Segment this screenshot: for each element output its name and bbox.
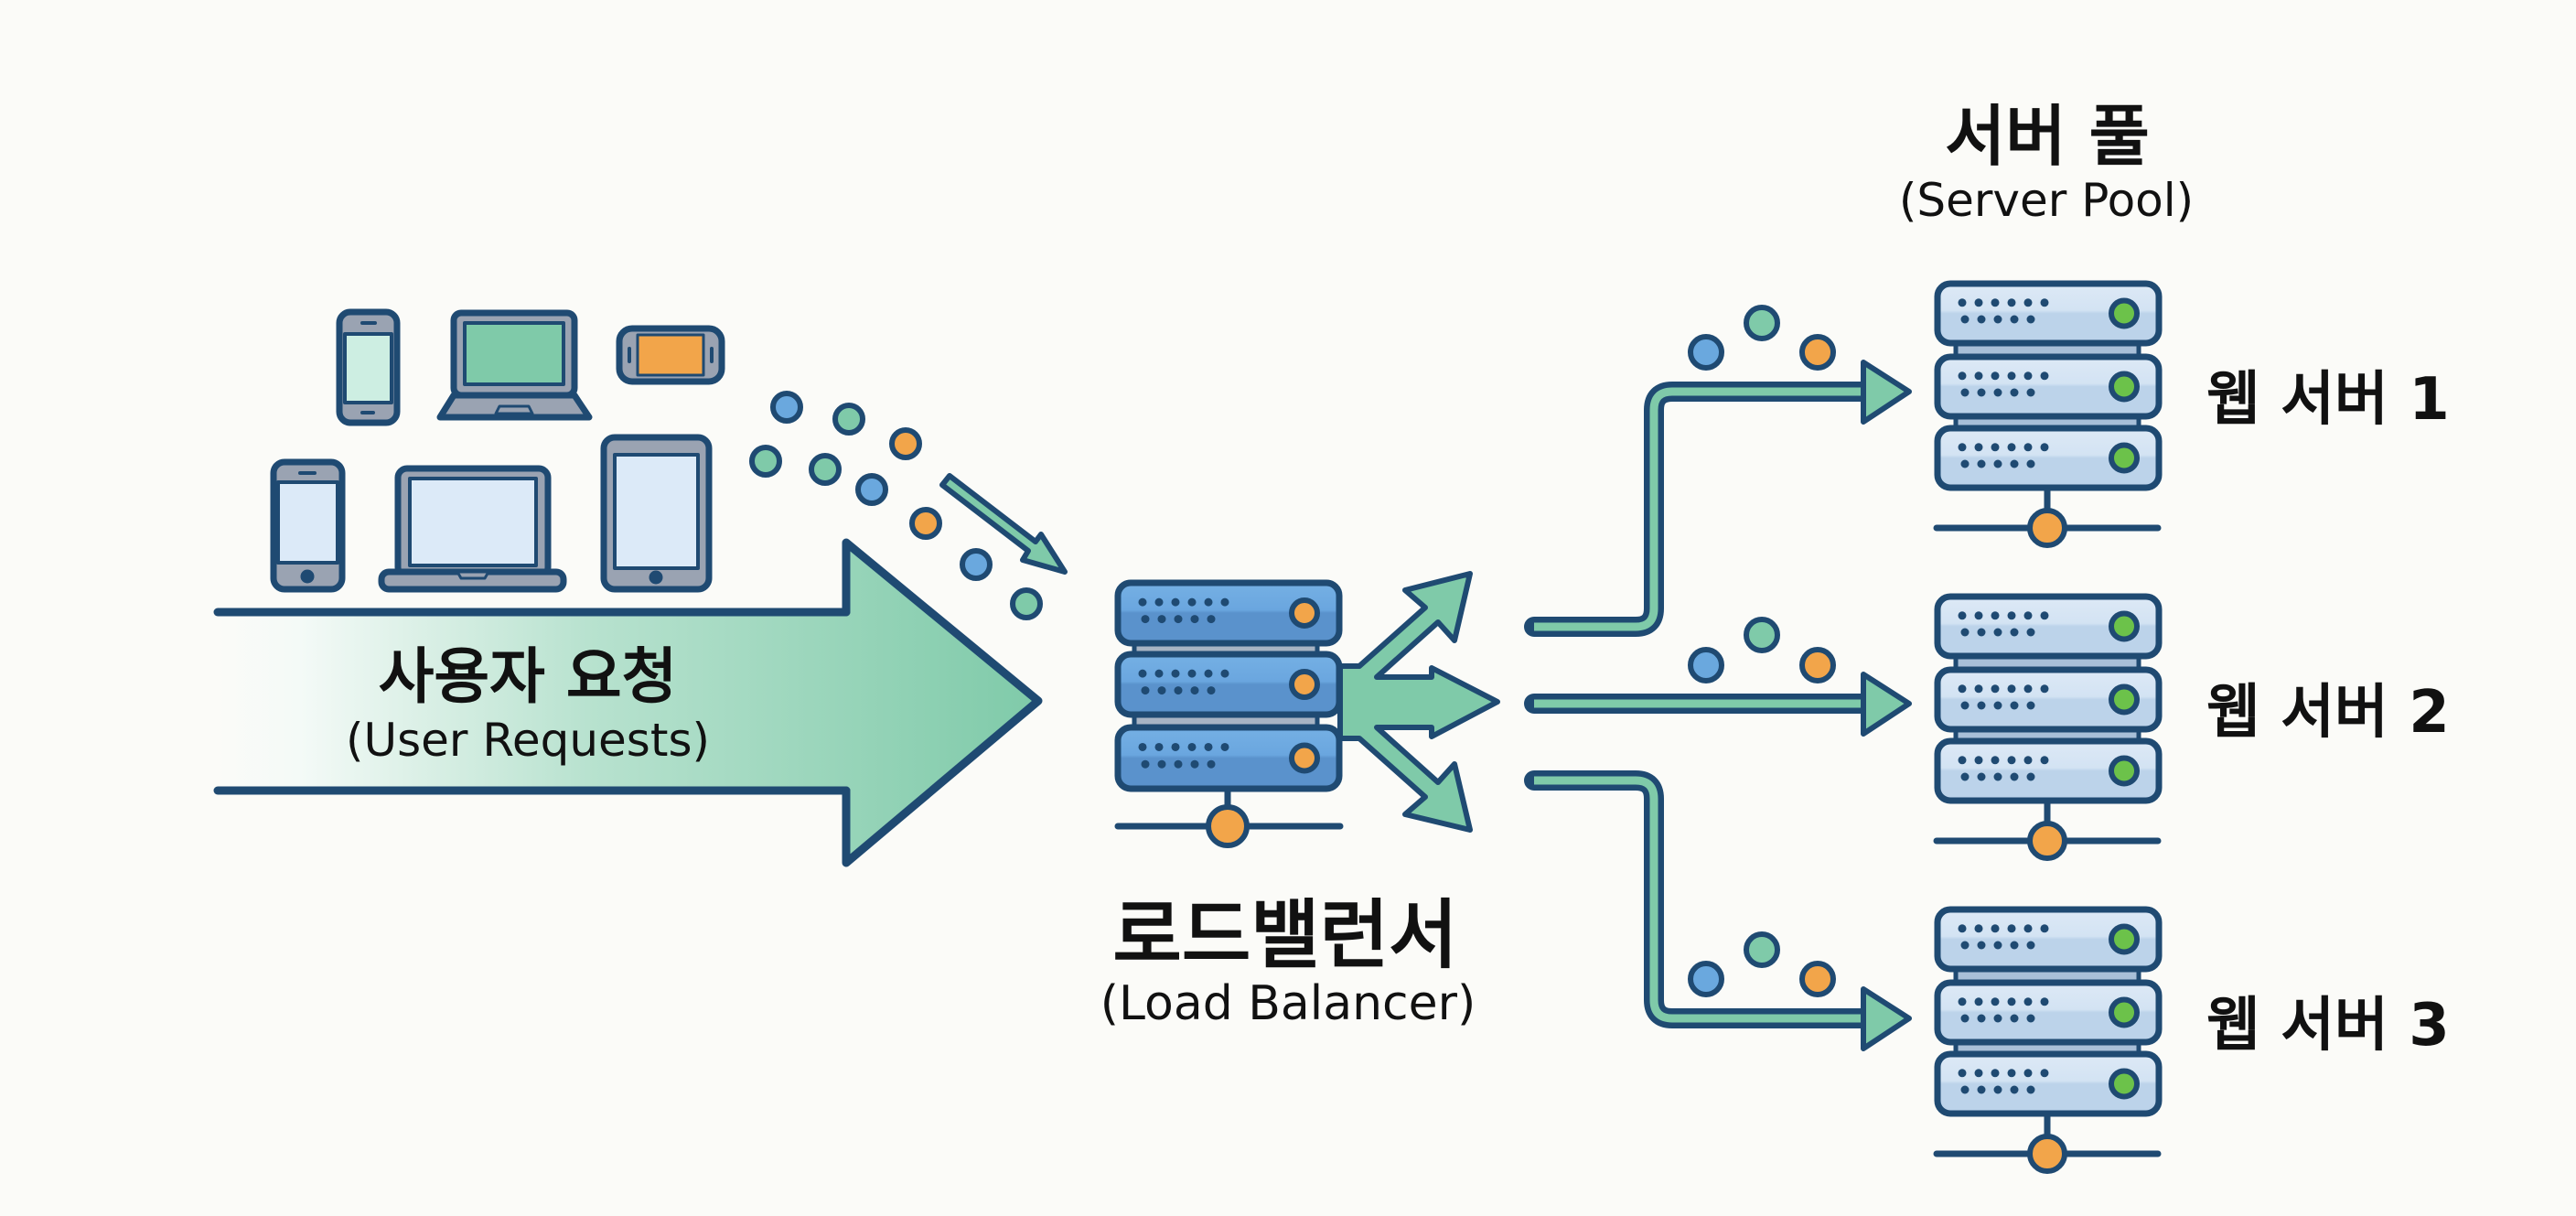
network-node-icon: [2027, 1134, 2067, 1174]
lb-server-unit: [1114, 651, 1343, 718]
web-server-unit: [1934, 737, 2163, 804]
packet-green-icon: [1744, 617, 1780, 653]
routing-paths: [1524, 360, 1912, 1051]
web-server-unit: [1934, 979, 2163, 1046]
web-server-unit: [1934, 280, 2163, 347]
tablet-icon: [600, 434, 713, 593]
status-led-icon: [2109, 996, 2140, 1028]
web-server-unit: [1934, 906, 2163, 973]
status-led-icon: [2109, 297, 2140, 329]
server-pool-label-ko: 서버 풀: [1945, 98, 2150, 175]
smartphone-icon: [336, 308, 401, 426]
route-to-web-server-2: [1524, 672, 1912, 737]
status-led-icon: [2109, 442, 2140, 474]
web-server-3-label: 웹 서버 3: [2206, 992, 2450, 1060]
web-server-1-icon: [1933, 280, 2163, 548]
big-arrow-fill: [218, 543, 1038, 863]
status-led-icon: [2109, 610, 2140, 642]
packet-green-icon: [1744, 931, 1780, 968]
packet-blue-icon: [960, 548, 993, 581]
route-to-web-server-1: [1524, 360, 1912, 637]
status-led-icon: [1289, 597, 1320, 629]
packet-orange-icon: [1799, 647, 1836, 683]
packet-blue-icon: [1688, 961, 1724, 997]
load-balancer-label-en: (Load Balancer): [1100, 976, 1476, 1031]
packet-orange-icon: [1799, 334, 1836, 371]
status-led-icon: [1289, 669, 1320, 700]
route-to-web-server-3: [1524, 770, 1912, 1051]
packet-orange-icon: [909, 507, 942, 540]
web-server-unit: [1934, 353, 2163, 420]
laptop-icon: [378, 465, 567, 593]
routed-packets: [1688, 305, 1836, 997]
packet-green-icon: [749, 445, 782, 478]
web-server-3-icon: [1933, 906, 2163, 1174]
big-arrow-head-outline: [842, 538, 1043, 867]
packet-blue-icon: [855, 473, 888, 506]
laptop-icon: [436, 309, 593, 421]
packet-green-icon: [1744, 305, 1780, 341]
packet-green-icon: [809, 453, 842, 486]
status-led-icon: [2109, 683, 2140, 716]
web-server-unit: [1934, 1050, 2163, 1117]
status-led-icon: [1289, 742, 1320, 774]
load-balancer-label-ko: 로드밸런서: [1112, 892, 1457, 979]
web-server-1-label: 웹 서버 1: [2206, 366, 2450, 434]
packet-green-icon: [832, 403, 865, 436]
web-server-2-label: 웹 서버 2: [2206, 679, 2450, 747]
user-requests-label-ko: 사용자 요청: [379, 641, 678, 712]
lb-network-node: [1206, 804, 1250, 848]
user-requests-label-en: (User Requests): [346, 714, 710, 767]
incoming-flow-arrow: [939, 473, 1068, 575]
packet-orange-icon: [1799, 961, 1836, 997]
packet-orange-icon: [889, 427, 922, 460]
packet-green-icon: [1010, 587, 1043, 620]
status-led-icon: [2109, 923, 2140, 955]
smartphone-landscape-icon: [616, 325, 725, 385]
web-server-pool: [1933, 280, 2163, 1174]
web-server-unit: [1934, 593, 2163, 660]
packet-blue-icon: [1688, 334, 1724, 371]
load-balancer-server-icon: [1114, 579, 1344, 848]
status-led-icon: [2109, 755, 2140, 787]
incoming-request-packets: [749, 391, 1043, 620]
server-pool-label-en: (Server Pool): [1899, 174, 2194, 227]
smartphone-icon: [270, 458, 346, 593]
status-led-icon: [2109, 371, 2140, 403]
packet-blue-icon: [1688, 647, 1724, 683]
web-server-unit: [1934, 425, 2163, 491]
user-requests-arrow: 사용자 요청 (User Requests): [213, 538, 1043, 867]
lb-server-unit: [1114, 579, 1343, 647]
network-node-icon: [2027, 508, 2067, 548]
network-node-icon: [2027, 821, 2067, 861]
distribution-fan-arrows: [1337, 571, 1500, 833]
status-led-icon: [2109, 1068, 2140, 1100]
client-devices: [270, 308, 725, 593]
packet-blue-icon: [770, 391, 803, 424]
web-server-2-icon: [1933, 593, 2163, 861]
web-server-unit: [1934, 666, 2163, 733]
lb-server-unit: [1114, 724, 1343, 792]
